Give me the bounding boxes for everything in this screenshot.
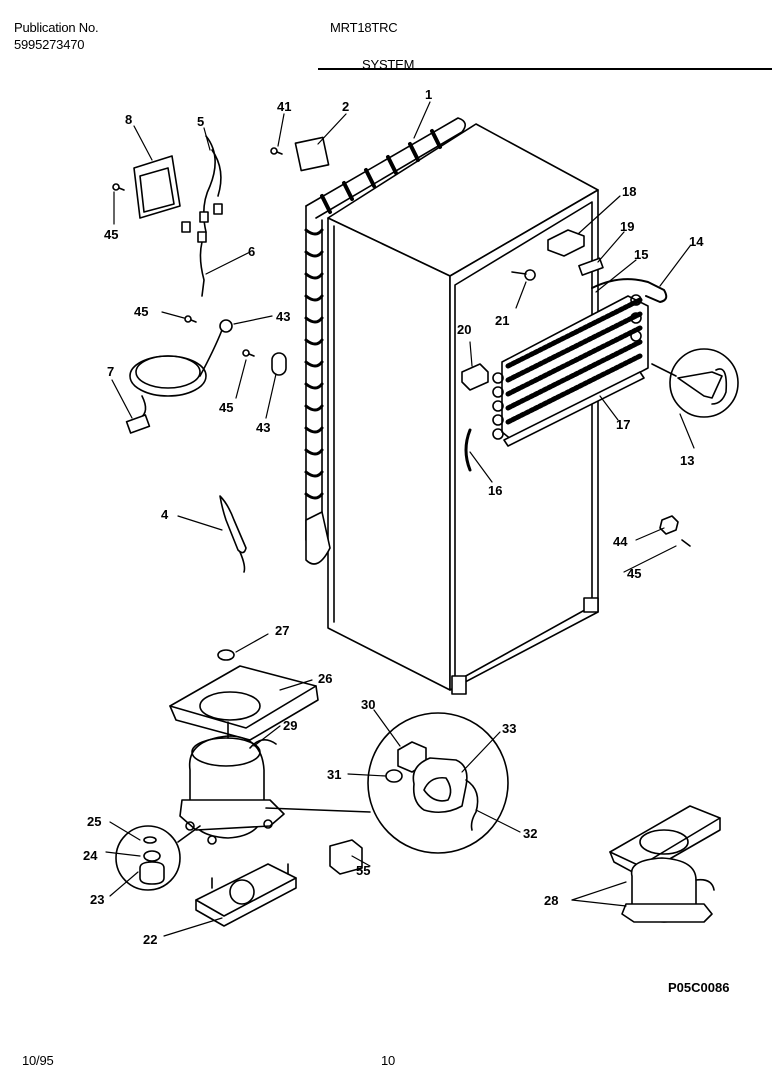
callout-1: 1: [425, 87, 432, 102]
callout-33: 33: [502, 721, 516, 736]
compressor-29: [179, 721, 285, 845]
callout-31: 31: [327, 767, 341, 782]
callout-14: 14: [689, 234, 704, 249]
callout-5: 5: [197, 114, 204, 129]
callout-55: 55: [356, 863, 370, 878]
compressor-assembly-28: [609, 805, 721, 923]
callout-28: 28: [544, 893, 558, 908]
header-rule: [318, 68, 772, 70]
part-5-6-harness: [181, 135, 223, 297]
callout-24: 24: [83, 848, 98, 863]
callout-41: 41: [277, 99, 291, 114]
callout-16: 16: [488, 483, 502, 498]
callout-45-d: 45: [627, 566, 641, 581]
callout-26: 26: [318, 671, 332, 686]
screw-45-right: [681, 539, 691, 547]
callout-45-c: 45: [219, 400, 233, 415]
publication-label: Publication No.: [14, 20, 99, 35]
callout-27: 27: [275, 623, 289, 638]
callout-43-b: 43: [256, 420, 270, 435]
footer-date: 10/95: [22, 1053, 54, 1068]
callout-25: 25: [87, 814, 101, 829]
part-44: [659, 515, 679, 535]
publication-number: 5995273470: [14, 37, 85, 52]
callout-labels: 1 2 41 8 5 45 6 45 43 7 45 43 4 18 19 15…: [83, 87, 729, 995]
suction-tube: [591, 278, 668, 303]
screws-left: [112, 147, 283, 357]
callout-18: 18: [622, 184, 636, 199]
callout-30: 30: [361, 697, 375, 712]
callout-44: 44: [613, 534, 628, 549]
evaporator: [492, 294, 649, 447]
defrost-thermostat-4: [219, 495, 247, 573]
part-21: [511, 269, 536, 281]
callout-6: 6: [248, 244, 255, 259]
bracket-18: [547, 229, 585, 257]
bracket-2: [294, 136, 330, 172]
callout-29: 29: [283, 718, 297, 733]
model-number: MRT18TRC: [330, 20, 398, 35]
callout-8: 8: [125, 112, 132, 127]
callout-19: 19: [620, 219, 634, 234]
callout-7: 7: [107, 364, 114, 379]
callout-32: 32: [523, 826, 537, 841]
part-8-cover: [133, 155, 181, 219]
part-20: [461, 363, 489, 391]
condenser-coil: [304, 117, 466, 565]
callout-20: 20: [457, 322, 471, 337]
bracket-22: [195, 863, 297, 927]
power-cord-7: [125, 319, 233, 434]
cabinet: [327, 123, 599, 695]
callout-15: 15: [634, 247, 648, 262]
callout-22: 22: [143, 932, 157, 947]
relay-detail: [265, 712, 509, 854]
callout-23: 23: [90, 892, 104, 907]
diagram-code: P05C0086: [668, 980, 729, 995]
grommet-detail: [115, 825, 201, 891]
clip-19: [578, 257, 604, 276]
footer-page-number: 10: [381, 1053, 396, 1068]
callout-45-b: 45: [134, 304, 148, 319]
leader-lines: [105, 101, 695, 937]
drain-pan-26: [169, 665, 319, 741]
callout-2: 2: [342, 99, 349, 114]
callout-21: 21: [495, 313, 509, 328]
drain-tube-16: [464, 428, 472, 472]
callout-13: 13: [680, 453, 694, 468]
callout-4: 4: [161, 507, 169, 522]
part-55: [329, 839, 363, 875]
callout-17: 17: [616, 417, 630, 432]
clip-43: [271, 352, 287, 376]
grommet-27: [217, 649, 235, 661]
drier-detail: [651, 348, 739, 418]
callout-43-a: 43: [276, 309, 290, 324]
callout-45-a: 45: [104, 227, 118, 242]
